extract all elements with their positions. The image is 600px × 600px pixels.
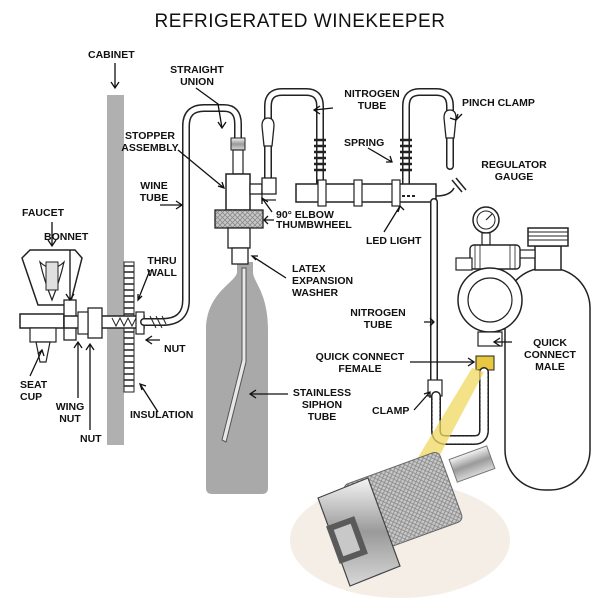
label-wine-tube-2: TUBE bbox=[140, 192, 169, 204]
elbow-fitting bbox=[261, 177, 277, 201]
label-nitrogen-tube-mid-1: NITROGEN bbox=[350, 307, 405, 319]
label-spring: SPRING bbox=[344, 137, 384, 149]
label-stainless-3: TUBE bbox=[308, 411, 337, 423]
label-nitrogen-tube-top-2: TUBE bbox=[358, 100, 387, 112]
quick-connect-photo bbox=[290, 445, 510, 598]
label-quick-male-2: CONNECT bbox=[524, 349, 577, 361]
label-wine-tube-1: WINE bbox=[140, 180, 167, 192]
label-straight-union-1: STRAIGHT bbox=[170, 64, 224, 76]
nitrogen-tube-top bbox=[264, 88, 324, 188]
label-stainless-2: SIPHON bbox=[302, 399, 342, 411]
manifold-bar bbox=[295, 179, 437, 207]
label-quick-male-3: MALE bbox=[535, 361, 565, 373]
faucet bbox=[19, 249, 83, 363]
label-stopper-assembly-1: STOPPER bbox=[125, 130, 175, 142]
label-nut-right: NUT bbox=[164, 343, 186, 355]
labels: CABINET STRAIGHT UNION NITROGEN TUBE PIN… bbox=[20, 49, 577, 445]
regulator bbox=[455, 206, 523, 347]
label-straight-union-2: UNION bbox=[180, 76, 214, 88]
straight-union bbox=[230, 137, 246, 175]
label-latex-2: EXPANSION bbox=[292, 275, 353, 287]
label-wing-nut-1: WING bbox=[56, 401, 85, 413]
label-bonnet: BONNET bbox=[44, 231, 89, 243]
label-nitrogen-tube-top-1: NITROGEN bbox=[344, 88, 399, 100]
label-stainless-1: STAINLESS bbox=[293, 387, 351, 399]
label-latex-1: LATEX bbox=[292, 263, 326, 275]
siphon-tube bbox=[221, 267, 247, 443]
highlight-beam bbox=[414, 368, 484, 470]
label-nitrogen-tube-mid-2: TUBE bbox=[364, 319, 393, 331]
label-thumbwheel: THUMBWHEEL bbox=[276, 219, 352, 231]
label-quick-female-2: FEMALE bbox=[338, 363, 381, 375]
label-latex-3: WASHER bbox=[292, 287, 339, 299]
label-seat-cup-2: CUP bbox=[20, 391, 42, 403]
cabinet-wall bbox=[107, 95, 124, 445]
label-clamp: CLAMP bbox=[372, 405, 409, 417]
spring-2 bbox=[400, 138, 412, 172]
label-led-light: LED LIGHT bbox=[366, 235, 422, 247]
label-faucet: FAUCET bbox=[22, 207, 65, 219]
diagram-title: REFRIGERATED WINEKEEPER bbox=[155, 11, 446, 32]
label-quick-male-1: QUICK bbox=[533, 337, 567, 349]
pinch-clamp-2 bbox=[443, 109, 457, 139]
label-elbow: 90° ELBOW bbox=[276, 209, 334, 221]
label-wing-nut-2: NUT bbox=[59, 413, 81, 425]
label-pinch-clamp: PINCH CLAMP bbox=[462, 97, 535, 109]
thru-wall-shank bbox=[63, 307, 145, 339]
pinch-clamp-1 bbox=[261, 117, 275, 147]
label-regulator-gauge-2: GAUGE bbox=[495, 171, 534, 183]
label-cabinet: CABINET bbox=[88, 49, 135, 61]
label-regulator-gauge-1: REGULATOR bbox=[481, 159, 547, 171]
label-seat-cup-1: SEAT bbox=[20, 379, 48, 391]
label-thru-wall-1: THRU bbox=[147, 255, 176, 267]
label-stopper-assembly-2: ASSEMBLY bbox=[121, 142, 178, 154]
stopper-assembly bbox=[214, 173, 264, 265]
nitrogen-tank bbox=[504, 227, 591, 491]
spring-1 bbox=[314, 138, 326, 172]
led-cable bbox=[435, 187, 455, 197]
label-insulation: INSULATION bbox=[130, 409, 193, 421]
label-arrows bbox=[29, 63, 512, 430]
label-quick-female-1: QUICK CONNECT bbox=[316, 351, 405, 363]
label-nut-bottom: NUT bbox=[80, 433, 102, 445]
label-thru-wall-2: WALL bbox=[147, 267, 177, 279]
